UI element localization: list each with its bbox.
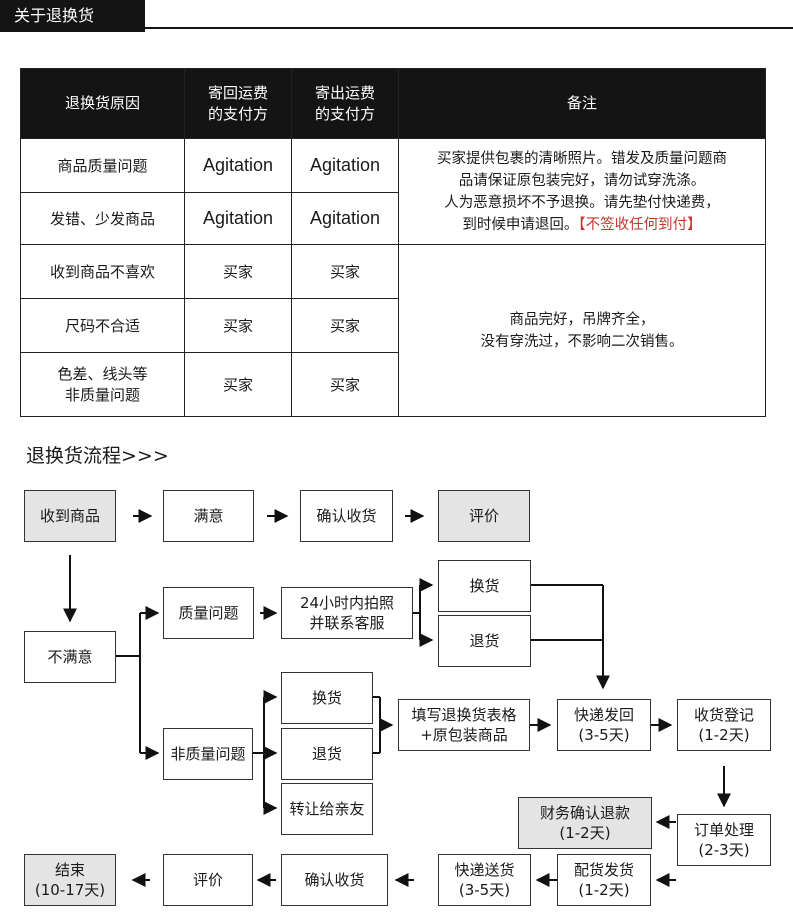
reason-cell: 发错、少发商品 — [20, 192, 185, 245]
send-pay-cell: Agitation — [291, 138, 399, 193]
return-pay-cell: Agitation — [184, 192, 292, 245]
node-review: 评价 — [438, 490, 530, 542]
node-courier-delivery: 快递送货 (3-5天) — [438, 854, 531, 906]
note-line: 没有穿洗过，不影响二次销售。 — [480, 333, 684, 350]
node-review: 评价 — [163, 854, 253, 906]
node-register: 收货登记 (1-2天) — [677, 699, 771, 751]
node-order-processing: 订单处理 (2-3天) — [677, 814, 771, 866]
reason-cell: 色差、线头等 非质量问题 — [20, 352, 185, 417]
node-refund: 退货 — [281, 728, 373, 780]
node-confirm-receipt: 确认收货 — [281, 854, 388, 906]
col-header-note: 备注 — [398, 68, 766, 139]
return-pay-cell: 买家 — [184, 244, 292, 299]
node-pack-ship: 配货发货 (1-2天) — [557, 854, 651, 906]
header-title: 关于退换货 — [14, 6, 95, 25]
node-finance-refund: 财务确认退款 (1-2天) — [518, 797, 652, 849]
node-ship-back: 快递发回 (3-5天) — [557, 699, 651, 751]
return-pay-cell: 买家 — [184, 352, 292, 417]
note-line: 人为恶意损坏不予退换。请先垫付快递费， — [444, 194, 720, 211]
node-received: 收到商品 — [24, 490, 116, 542]
reason-cell: 收到商品不喜欢 — [20, 244, 185, 299]
note-cell-quality: 买家提供包裹的清晰照片。错发及质量问题商 品请保证原包装完好，请勿试穿洗涤。 人… — [398, 138, 766, 245]
node-contact-service: 24小时内拍照 并联系客服 — [281, 587, 413, 639]
table-row: 发错、少发商品 Agitation Agitation — [20, 192, 766, 245]
table-row: 收到商品不喜欢 买家 买家 商品完好，吊牌齐全， 没有穿洗过，不影响二次销售。 — [20, 244, 766, 417]
node-quality-issue: 质量问题 — [163, 587, 254, 639]
node-gift-to-friend: 转让给亲友 — [281, 783, 373, 835]
table-header-row: 退换货原因 寄回运费 的支付方 寄出运费 的支付方 备注 — [20, 68, 766, 139]
note-cell-nonquality: 商品完好，吊牌齐全， 没有穿洗过，不影响二次销售。 — [398, 244, 766, 417]
col-header-send-pay: 寄出运费 的支付方 — [291, 68, 399, 139]
note-line: 到时候申请退回。 — [462, 216, 579, 233]
node-end: 结束 (10-17天) — [24, 854, 116, 906]
return-policy-table: 退换货原因 寄回运费 的支付方 寄出运费 的支付方 备注 商品质量问题 Agit… — [20, 68, 766, 417]
node-exchange: 换货 — [438, 560, 531, 612]
table-row: 色差、线头等 非质量问题 买家 买家 — [20, 352, 766, 417]
node-satisfied: 满意 — [163, 490, 254, 542]
send-pay-cell: 买家 — [291, 352, 399, 417]
note-line: 商品完好，吊牌齐全， — [509, 311, 655, 328]
node-refund: 退货 — [438, 615, 531, 667]
note-line: 品请保证原包装完好，请勿试穿洗涤。 — [458, 172, 706, 189]
header-divider — [0, 27, 793, 29]
node-confirm-receipt: 确认收货 — [300, 490, 393, 542]
table-row: 商品质量问题 Agitation Agitation 买家提供包裹的清晰照片。错… — [20, 138, 766, 245]
send-pay-cell: 买家 — [291, 244, 399, 299]
flow-title: 退换货流程>>> — [26, 445, 169, 467]
node-exchange: 换货 — [281, 672, 373, 724]
header-bar: 关于退换货 — [0, 0, 145, 32]
no-cod-warning: 【不签收任何到付】 — [578, 216, 702, 233]
node-unsatisfied: 不满意 — [24, 631, 116, 683]
send-pay-cell: Agitation — [291, 192, 399, 245]
node-fill-form: 填写退换货表格 +原包装商品 — [398, 699, 530, 751]
node-nonquality-issue: 非质量问题 — [163, 728, 253, 780]
note-line: 买家提供包裹的清晰照片。错发及质量问题商 — [437, 150, 727, 167]
return-pay-cell: Agitation — [184, 138, 292, 193]
return-pay-cell: 买家 — [184, 298, 292, 353]
col-header-reason: 退换货原因 — [20, 68, 185, 139]
